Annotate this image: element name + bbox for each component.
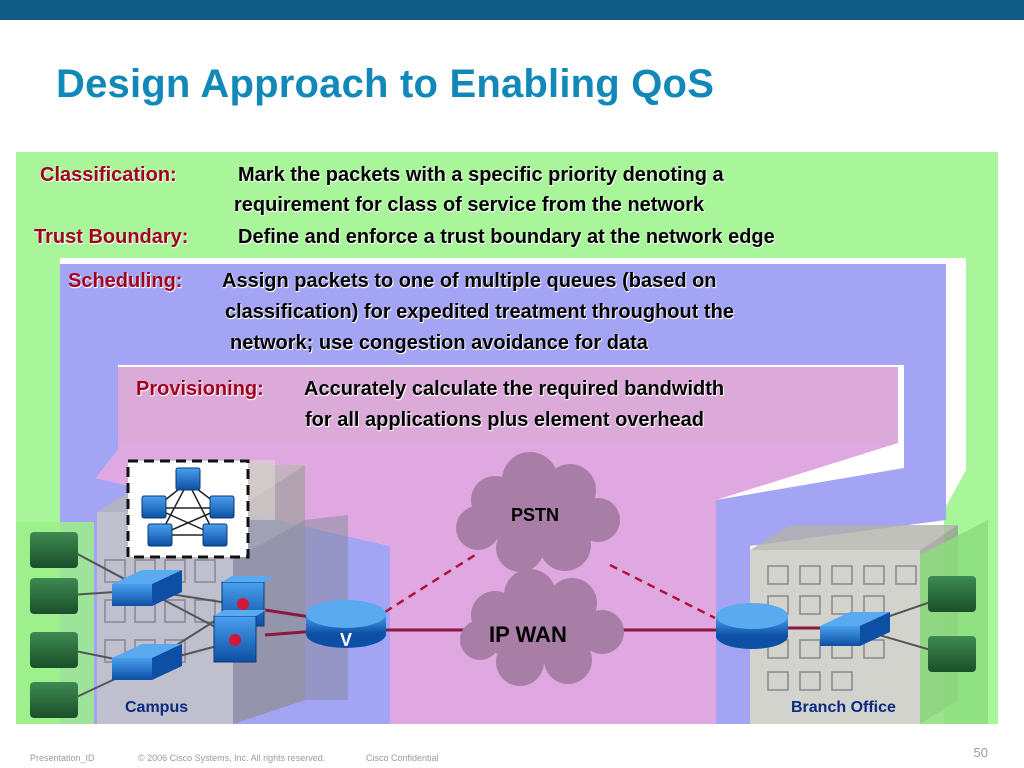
branch-phone-area [920, 520, 988, 724]
campus-distribution-switch-2 [213, 610, 266, 663]
scheduling-band-right [716, 468, 946, 724]
trust-boundary-label: Trust Boundary: [34, 226, 189, 248]
call-manager-servers [141, 467, 235, 547]
campus-access-switch-top [112, 570, 182, 606]
scheduling-text-line1: Assign packets to one of multiple queues… [222, 270, 717, 292]
footer-confidential: Cisco Confidential [366, 753, 439, 763]
footer-copyright: © 2006 Cisco Systems, Inc. All rights re… [138, 753, 326, 763]
provisioning-label: Provisioning: [136, 378, 264, 400]
top-bar [0, 0, 1024, 20]
classification-text-line1: Mark the packets with a specific priorit… [238, 164, 724, 186]
branch-ip-phones [928, 576, 976, 672]
classification-text-line2: requirement for class of service from th… [234, 194, 705, 216]
slide-title: Design Approach to Enabling QoS [56, 62, 715, 106]
scheduling-label: Scheduling: [68, 270, 183, 292]
branch-router [716, 603, 788, 649]
pstn-dashed-links [384, 553, 716, 620]
page-number: 50 [973, 745, 988, 760]
trust-boundary-text: Define and enforce a trust boundary at t… [238, 226, 775, 248]
scheduling-text-line3: network; use congestion avoidance for da… [230, 332, 648, 354]
campus-label: Campus [125, 699, 189, 716]
router-voice-badge: V [340, 630, 352, 650]
pstn-cloud [456, 452, 620, 572]
provisioning-box [118, 367, 898, 443]
campus-voice-router [306, 600, 386, 648]
provisioning-text-line1: Accurately calculate the required bandwi… [304, 378, 725, 400]
campus-ip-phones [30, 532, 78, 718]
branch-office-label: Branch Office [791, 699, 896, 716]
campus-access-switch-bottom [112, 644, 182, 680]
pstn-label: PSTN [511, 505, 560, 525]
footer-presentation-id: Presentation_ID [30, 753, 95, 763]
branch-switch [820, 612, 890, 646]
ipwan-cloud [460, 569, 624, 686]
scheduling-text-line2: classification) for expedited treatment … [225, 301, 734, 323]
classification-label: Classification: [40, 164, 177, 186]
classification-band [16, 152, 998, 724]
ipwan-label: IP WAN [489, 622, 567, 647]
provisioning-text-line2: for all applications plus element overhe… [305, 409, 704, 431]
